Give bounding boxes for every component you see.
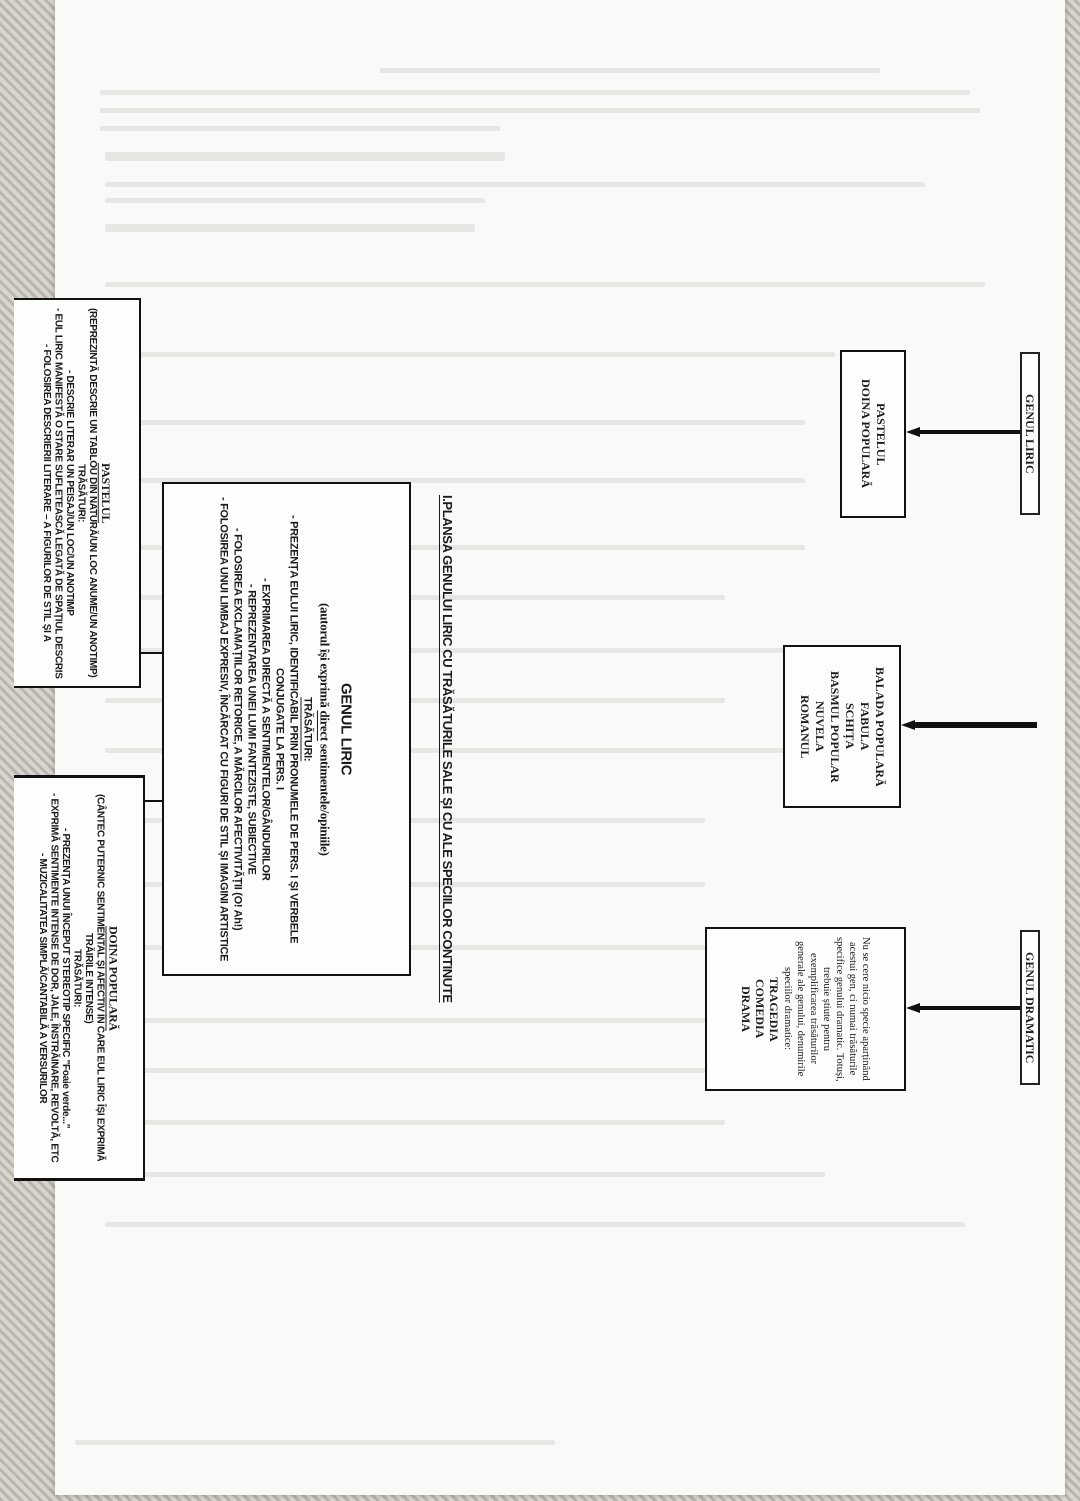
connector-doina — [145, 800, 163, 802]
species-tragedia: TRAGEDIA — [767, 976, 781, 1042]
species-drama: DRAMA — [739, 986, 753, 1032]
main-trait: - FOLOSIREA UNUI LIMBAJ EXPRESIV, ÎNCĂRC… — [217, 496, 230, 962]
connector-epic — [915, 722, 1037, 728]
main-trait: - PREZENȚA EULUI LIRIC, IDENTIFICABIL PR… — [273, 514, 300, 944]
pastel-definition: (REPREZINTĂ DESCRIE UN TABLOU DIN NATURĂ… — [86, 308, 98, 678]
arrowhead-icon — [906, 1003, 920, 1013]
arrowhead-icon — [906, 427, 920, 437]
pastel-trait: - DESCRIE LITERAR UN PEISAJ/UN LOC/UN AN… — [63, 370, 75, 616]
doina-trait: - EXPRIMĂ SENTIMENTE INTENSE DE DOR, JAL… — [48, 793, 60, 1163]
genul-liric-main-box: GENUL LIRIC (autorul își exprimă direct … — [162, 482, 411, 976]
main-trait: - EXPRIMAREA DIRECTĂ A SENTIMENTELOR/GÂN… — [259, 577, 272, 881]
subheading-emphasis: direct — [317, 710, 333, 741]
connector-dramatic — [920, 1006, 1020, 1010]
main-heading: GENUL LIRIC — [337, 682, 355, 776]
main-subheading: (autorul își exprimă direct sentimentele… — [315, 492, 335, 966]
subheading-post: sentimentele/opiniile) — [317, 740, 333, 856]
doina-box: DOINA POPULARĂ (CÂNTEC PUTERNIC SENTIMEN… — [14, 775, 145, 1181]
pastel-trait: - FOLOSIREA DESCRIERII LITERARE – A FIGU… — [40, 344, 52, 642]
dramatic-note: Nu se cere nicio specie aparținând acest… — [782, 936, 871, 1082]
page-title: I.PLANSA GENULUI LIRIC CU TRĂSĂTURILE SA… — [440, 495, 455, 1003]
species-pastelul: PASTELUL — [874, 402, 888, 466]
doina-definition: (CÂNTEC PUTERNIC SENTIMENTAL ȘI AFECTIV … — [83, 794, 106, 1162]
species-doina: DOINA POPULARĂ — [859, 379, 873, 489]
dramatic-box: Nu se cere nicio specie aparținând acest… — [705, 927, 906, 1091]
subheading-pre: (autorul își exprimă — [317, 602, 333, 711]
pastel-trait: - EUL LIRIC MANIFESTĂ O STARE SUFLETEASC… — [52, 307, 64, 679]
species-fabula: FABULA — [858, 702, 872, 751]
species-romanul: ROMANUL — [798, 694, 812, 759]
main-trait: - FOLOSIREA EXCLAMAȚIILOR RETORICE, A MĂ… — [231, 527, 244, 931]
connector-liric — [918, 430, 1020, 434]
main-trait: - REPREZENTAREA UNEI LUMI FANTEZISTE, SU… — [245, 583, 258, 875]
species-schita: SCHIȚA — [843, 703, 857, 750]
pastel-heading: PASTELUL — [98, 462, 113, 524]
epic-species-box: BALADA POPULARĂ FABULA SCHIȚA BASMUL POP… — [783, 645, 901, 808]
species-basmul: BASMUL POPULAR — [828, 670, 842, 783]
pastelul-box: PASTELUL (REPREZINTĂ DESCRIE UN TABLOU D… — [14, 298, 141, 688]
main-traits-label: TRĂSĂTURI: — [301, 696, 314, 762]
species-balada: BALADA POPULARĂ — [873, 666, 887, 787]
genul-dramatic-label: GENUL DRAMATIC — [1020, 930, 1040, 1085]
connector-pastel — [140, 652, 163, 654]
doina-traits-label: TRĂSĂTURI: — [71, 948, 83, 1008]
pastel-traits-label: TRĂSĂTURI: — [75, 463, 87, 523]
species-comedia: COMEDIA — [753, 979, 767, 1039]
species-nuvela: NUVELA — [813, 701, 827, 752]
doina-trait: - MUZICALITATEA SIMPLĂ/CANTABILĂ A VERSU… — [37, 852, 48, 1104]
arrowhead-icon — [901, 720, 915, 730]
doina-heading: DOINA POPULARĂ — [106, 925, 121, 1031]
doina-trait: - PREZENȚA UNUI ÎNCEPUT STEREOTIP SPECIF… — [60, 827, 71, 1129]
genul-liric-label: GENUL LIRIC — [1020, 352, 1040, 515]
